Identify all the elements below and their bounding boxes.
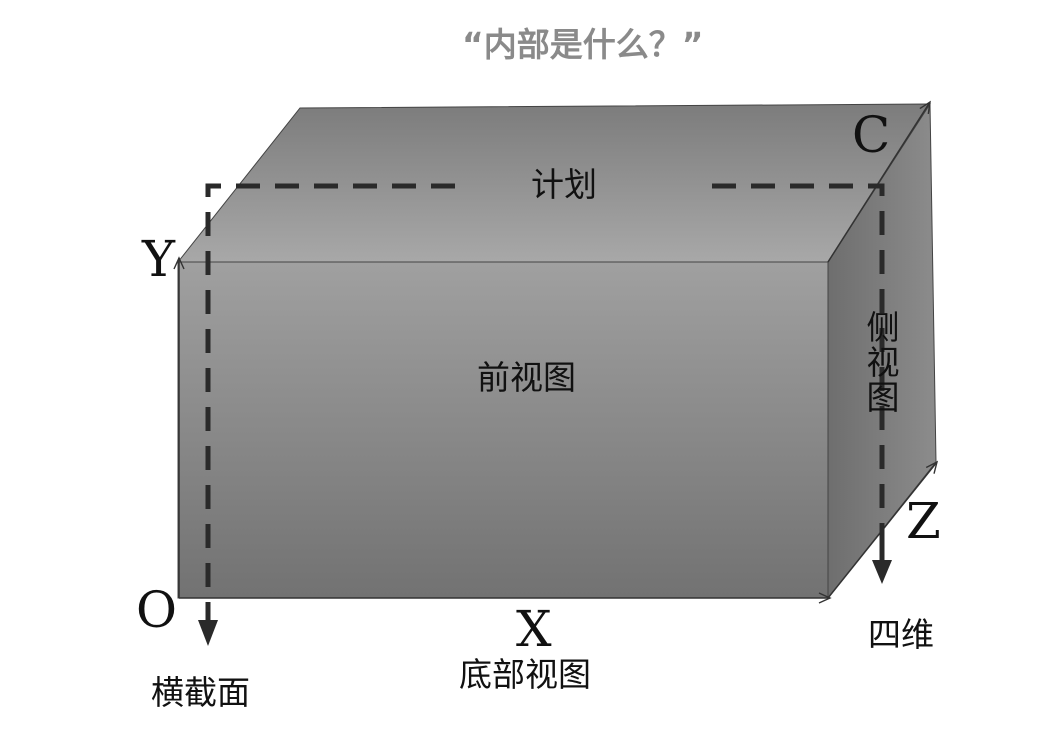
front-face-label: 前视图 <box>477 358 576 397</box>
front-face <box>177 261 829 599</box>
fourth-dimension-arrow-icon <box>872 560 892 584</box>
diagram-title: “内部是什么？” <box>462 25 704 64</box>
cross-section-dashed-line <box>205 183 455 612</box>
y-axis-label: Y <box>142 230 176 288</box>
side-face-label: 侧视图 <box>861 310 900 415</box>
cross-section-arrow-icon <box>198 620 218 646</box>
fourth-dimension-label: 四维 <box>868 615 934 654</box>
cross-section-label: 横截面 <box>151 673 250 712</box>
x-axis-label: X <box>516 600 552 658</box>
bottom-face-label: 底部视图 <box>459 655 591 694</box>
fourth-dimension-dashed-line <box>712 183 885 560</box>
origin-label: O <box>136 581 177 639</box>
c-axis-line <box>827 100 931 263</box>
c-axis-label: C <box>852 106 891 164</box>
top-face-label: 计划 <box>531 165 597 204</box>
z-axis-label: Z <box>906 492 941 550</box>
